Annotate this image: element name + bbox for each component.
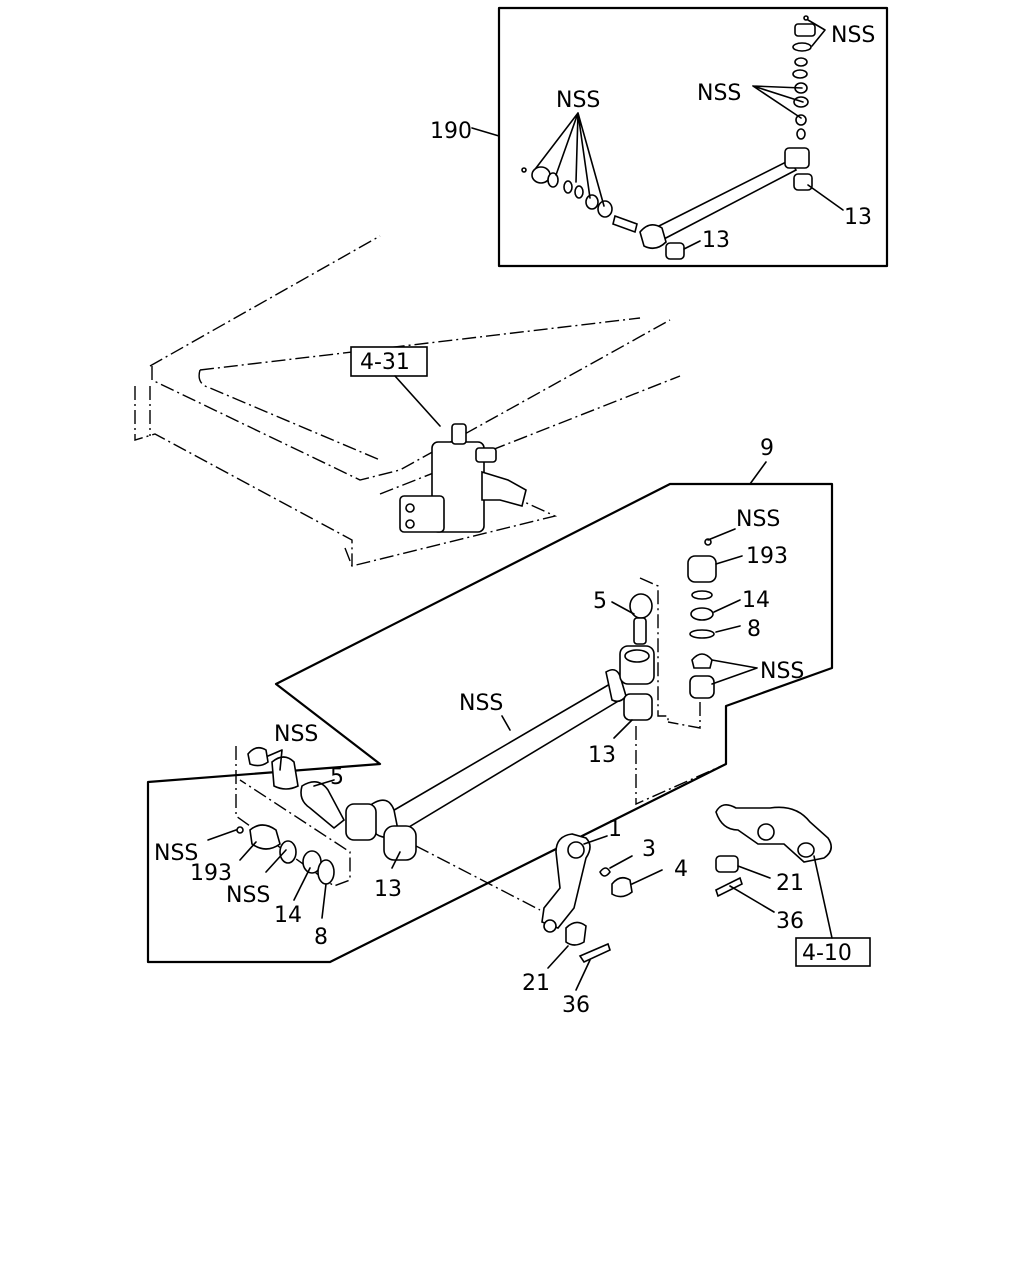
steering-gear <box>399 423 527 533</box>
callout-inset-nss-top: NSS <box>831 23 875 48</box>
callout-36-right: 36 <box>776 909 804 934</box>
callout-inset-13-left: 13 <box>702 228 730 253</box>
callout-nss-top-right: NSS <box>736 507 780 532</box>
inset-13-left-leader <box>683 240 701 250</box>
callout-13-right: 13 <box>588 743 616 768</box>
callout-193-left: 193 <box>190 861 232 886</box>
callout-21-bottom: 21 <box>522 971 550 996</box>
assembly-9-outline <box>146 482 834 964</box>
reference-4-31[interactable]: 4-31 <box>360 350 410 375</box>
assembly-9-leader <box>749 461 767 485</box>
callout-nss-left-nipple: NSS <box>154 841 198 866</box>
callout-3: 3 <box>642 837 656 862</box>
inset-left-parts <box>521 166 638 234</box>
inset-nss-top-leaders <box>807 19 826 47</box>
reference-box-4-31[interactable] <box>350 346 428 377</box>
inset-right-parts <box>792 15 816 140</box>
callout-nss-tube: NSS <box>459 691 503 716</box>
leader-lines <box>207 528 775 991</box>
callout-5-left: 5 <box>330 765 344 790</box>
seal-13-left <box>383 825 417 861</box>
callout-193-right: 193 <box>746 544 788 569</box>
callout-21-right: 21 <box>776 871 804 896</box>
inset-left-end <box>639 224 667 250</box>
callout-nss-right-boot: NSS <box>760 659 804 684</box>
callout-nss-left-ring: NSS <box>226 883 270 908</box>
inset-seal-right <box>793 173 813 191</box>
chassis-frame <box>134 235 681 567</box>
callout-nss-left-boot: NSS <box>274 722 318 747</box>
callout-8-left: 8 <box>314 925 328 950</box>
callout-9: 9 <box>760 436 774 461</box>
callout-inset-nss-left: NSS <box>556 88 600 113</box>
reference-4-10[interactable]: 4-10 <box>802 941 852 966</box>
inset-right-socket <box>784 147 810 169</box>
inset-seal-left <box>665 242 685 260</box>
callout-190: 190 <box>430 119 472 144</box>
callout-36-bottom: 36 <box>562 993 590 1018</box>
callout-14-left: 14 <box>274 903 302 928</box>
right-ball-stud-group <box>623 538 727 806</box>
callout-inset-nss-mid: NSS <box>697 81 741 106</box>
assembly-190-leader <box>471 127 500 137</box>
inset-13-right-leader <box>807 184 844 211</box>
callout-1: 1 <box>608 817 622 842</box>
idler-arm <box>715 804 832 898</box>
tie-rod <box>371 645 655 838</box>
inset-nss-left-leaders <box>535 112 605 207</box>
inset-nss-mid-leaders <box>752 85 804 119</box>
seal-13-right <box>623 693 653 721</box>
callout-13-left: 13 <box>374 877 402 902</box>
callout-inset-13-right: 13 <box>844 205 872 230</box>
callout-4: 4 <box>674 857 688 882</box>
pitman-arm <box>541 833 633 964</box>
reference-4-31-leader <box>394 375 441 427</box>
reference-4-10-leader <box>813 855 833 939</box>
inset-assembly-190 <box>471 6 889 268</box>
callout-14-right: 14 <box>742 588 770 613</box>
callout-8-right: 8 <box>747 617 761 642</box>
reference-box-4-10[interactable] <box>795 937 871 967</box>
inset-frame <box>497 6 889 268</box>
callout-5-right: 5 <box>593 589 607 614</box>
